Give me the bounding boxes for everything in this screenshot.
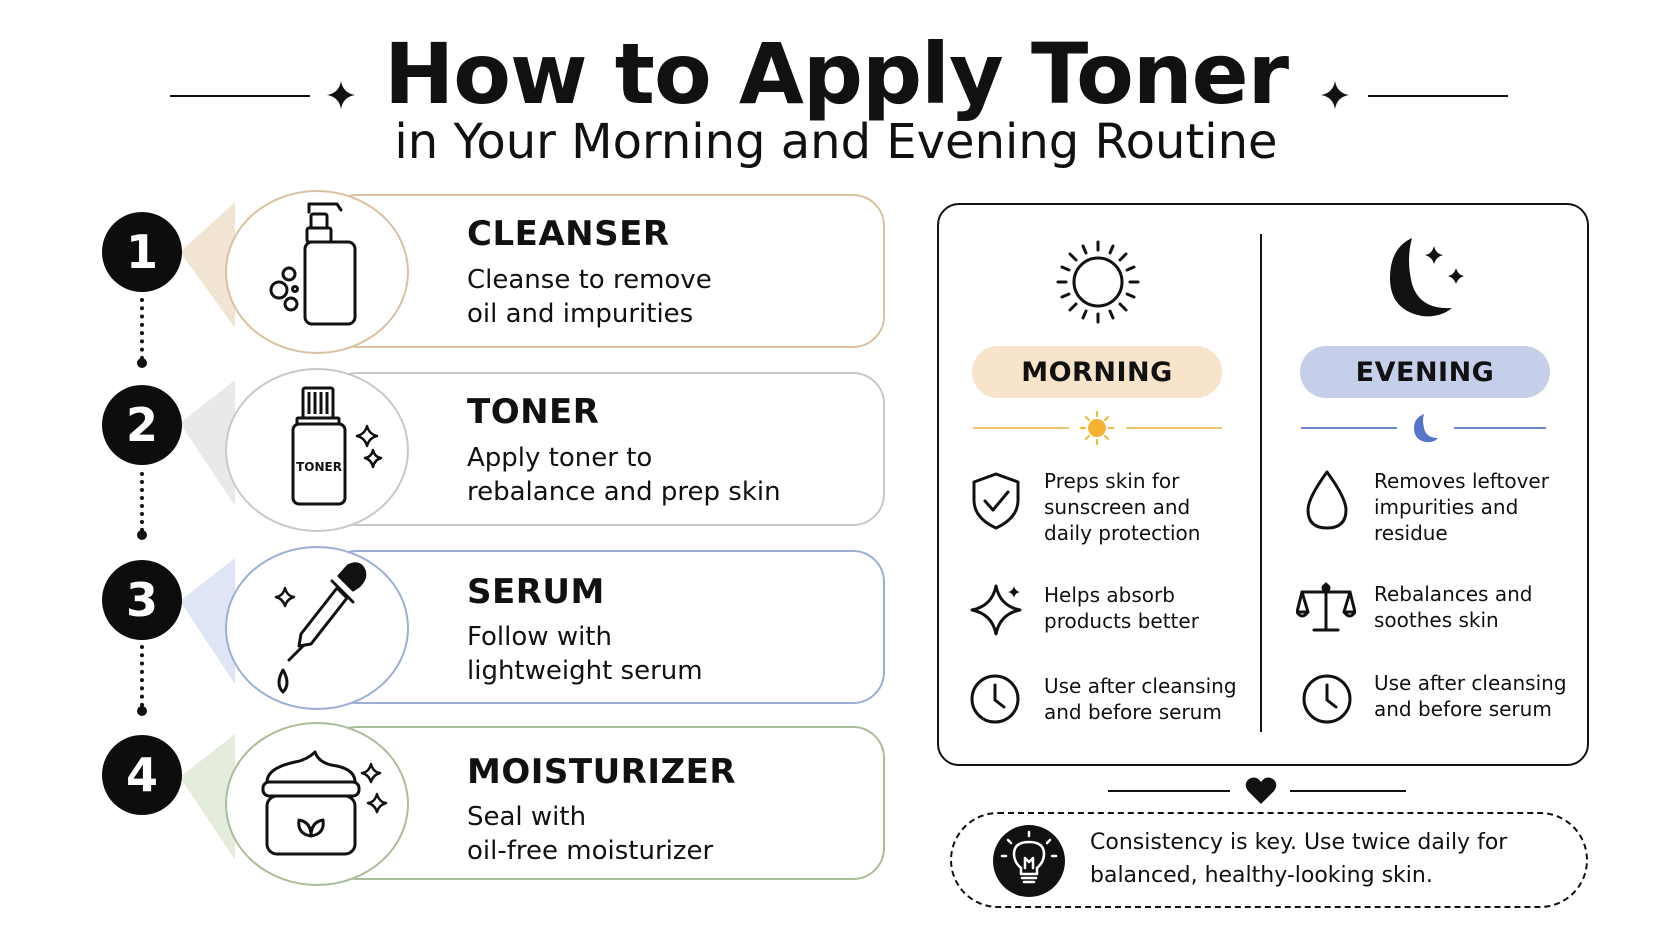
panel-divider (1260, 234, 1262, 732)
cleanser-pump-bottle-icon (269, 202, 357, 326)
toner-bottle-label: TONER (296, 460, 342, 474)
balance-scale-icon (1296, 582, 1356, 632)
step-description: Follow with lightweight serum (467, 622, 703, 686)
step-pointer (180, 558, 235, 684)
step-number: 2 (102, 385, 182, 465)
small-moon-icon (1414, 414, 1438, 443)
shield-check-icon (972, 472, 1020, 530)
sparkle-icon (327, 81, 355, 109)
tip-text: Consistency is key. Use twice daily for … (1090, 830, 1508, 888)
step-title: SERUM (467, 572, 605, 612)
heart-divider-line (1290, 790, 1406, 792)
morning-item: Helps absorb products better (1044, 583, 1199, 633)
step-icon-circle (225, 546, 409, 710)
moisturizer-jar-icon (261, 750, 388, 856)
title-divider-left (170, 95, 310, 97)
clock-icon (970, 674, 1020, 724)
step-connector (140, 298, 148, 360)
sun-icon (1056, 240, 1140, 324)
step-connector-dot (137, 358, 147, 368)
step-description: Cleanse to remove oil and impurities (467, 265, 712, 329)
water-drop-icon (1306, 470, 1348, 530)
step-number: 3 (102, 560, 182, 640)
routine-panel (937, 203, 1589, 766)
step-description: Apply toner to rebalance and prep skin (467, 443, 781, 507)
heart-icon (1245, 777, 1277, 804)
step-connector-dot (137, 706, 147, 716)
step-number: 4 (102, 735, 182, 815)
step-pointer (180, 380, 235, 506)
evening-item: Removes leftover impurities and residue (1374, 469, 1549, 545)
morning-item: Use after cleansing and before serum (1044, 674, 1237, 724)
serum-dropper-icon (274, 562, 367, 694)
page-subtitle: in Your Morning and Evening Routine (394, 114, 1278, 170)
step-pointer (180, 202, 235, 328)
step-description: Seal with oil-free moisturizer (467, 802, 714, 866)
step-icon-circle (225, 722, 409, 886)
evening-item: Rebalances and soothes skin (1374, 582, 1533, 632)
title-divider-right (1368, 95, 1508, 97)
morning-item: Preps skin for sunscreen and daily prote… (1044, 469, 1201, 545)
evening-accent-line (1301, 427, 1397, 429)
morning-label: MORNING (972, 346, 1222, 398)
evening-label: EVENING (1300, 346, 1550, 398)
tip-box (950, 812, 1588, 908)
step-connector-dot (137, 530, 147, 540)
morning-accent-line (1126, 427, 1222, 429)
toner-bottle-icon: TONER (291, 386, 383, 506)
sparkle-icon (970, 584, 1022, 636)
lightbulb-icon (993, 825, 1065, 897)
moon-stars-icon (1390, 238, 1464, 317)
step-icon-circle: TONER (225, 368, 409, 532)
step-icon-circle (225, 190, 409, 354)
step-number: 1 (102, 212, 182, 292)
step-title: TONER (467, 392, 600, 432)
small-sun-icon (1080, 411, 1114, 445)
step-connector (140, 472, 148, 532)
step-title: MOISTURIZER (467, 752, 737, 792)
sparkle-icon (1321, 81, 1349, 109)
clock-icon (1302, 674, 1352, 724)
evening-item: Use after cleansing and before serum (1374, 671, 1567, 721)
step-pointer (180, 734, 235, 860)
step-title: CLEANSER (467, 214, 670, 254)
heart-divider-line (1108, 790, 1230, 792)
morning-accent-line (973, 427, 1069, 429)
evening-accent-line (1454, 427, 1546, 429)
page-title: How to Apply Toner (383, 25, 1289, 123)
step-connector (140, 645, 148, 707)
